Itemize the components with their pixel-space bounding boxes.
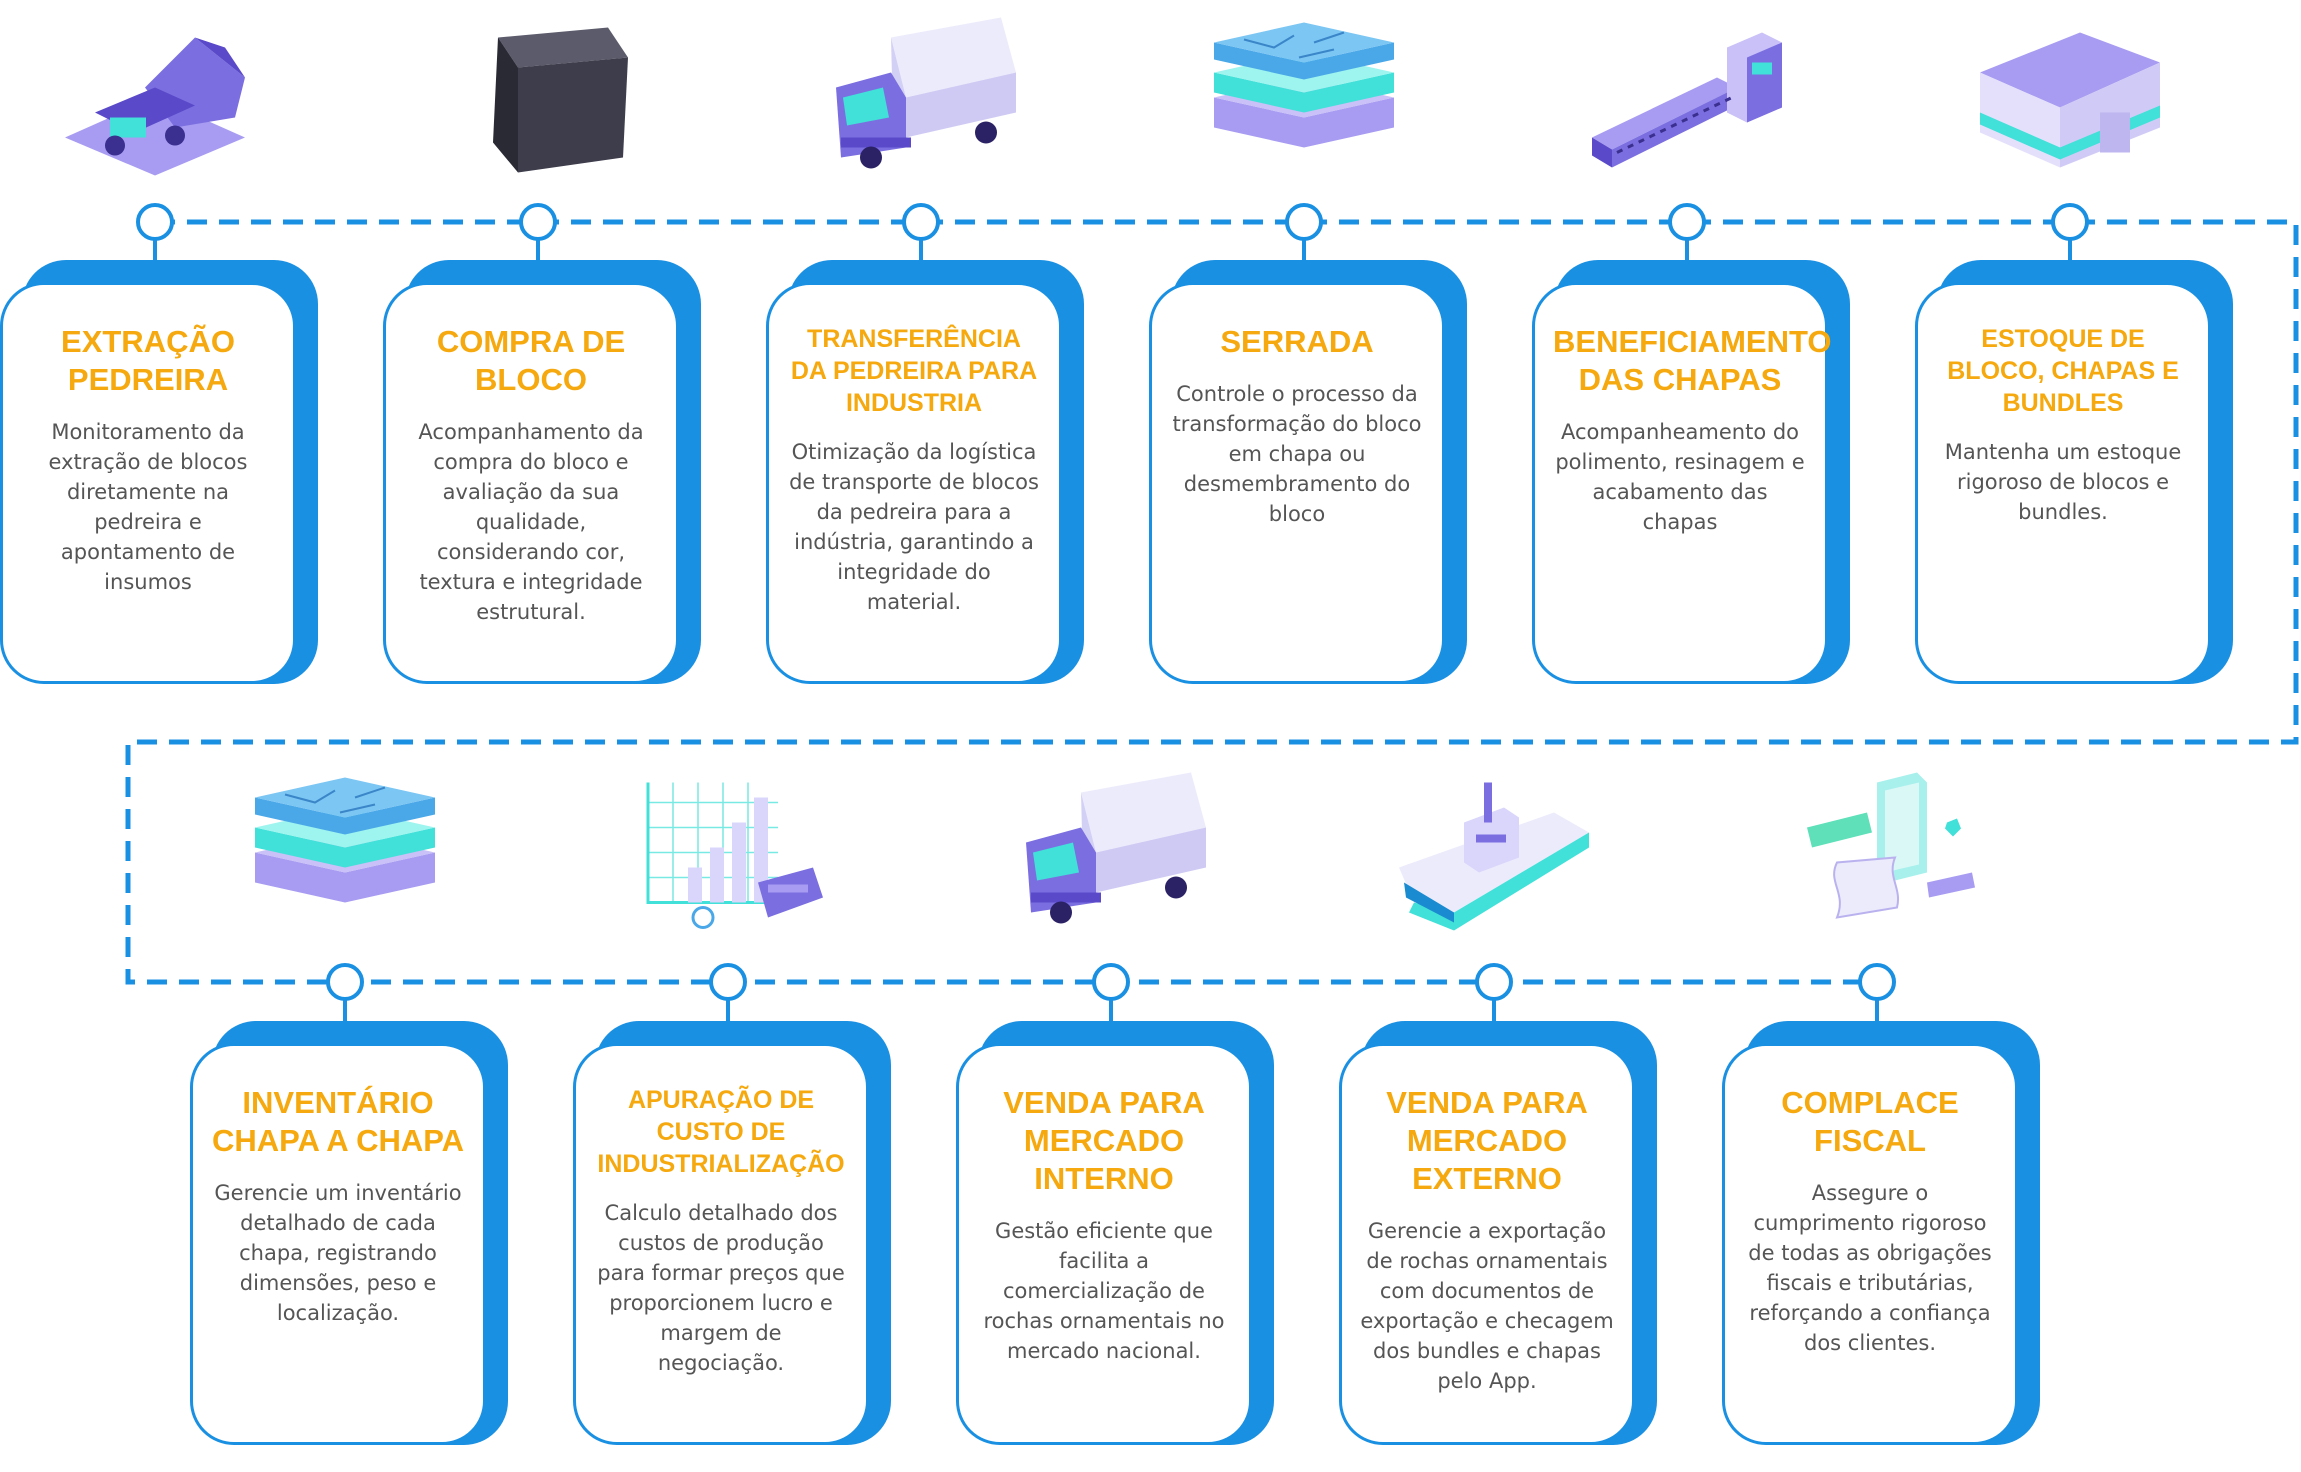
step-card-row1-1: EXTRAÇÃO PEDREIRA Monitoramento da extraç… <box>0 260 318 706</box>
step-description: Controle o processo da transformação do … <box>1172 382 1422 526</box>
step-card-row1-2: COMPRA DE BLOCO Acompanhamento da compra … <box>383 260 701 706</box>
flow-node-row2-3 <box>1092 963 1130 1001</box>
step-card-row1-4: SERRADA Controle o processo da transforma… <box>1149 260 1467 706</box>
step-card-row1-6: ESTOQUE DE BLOCO, CHAPAS E BUNDLES Manten… <box>1915 260 2233 706</box>
step-description: Gestão eficiente que facilita a comercia… <box>983 1219 1225 1363</box>
step-card-row1-5: BENEFICIAMENTO DAS CHAPAS Acompanheamento… <box>1532 260 1850 706</box>
card-body: ESTOQUE DE BLOCO, CHAPAS E BUNDLES Manten… <box>1915 282 2211 684</box>
step-title: SERRADA <box>1220 324 1374 359</box>
cost-chart-calculator-icon <box>646 782 823 929</box>
card-body: EXTRAÇÃO PEDREIRA Monitoramento da extraç… <box>0 282 296 684</box>
stone-slab-layers-icon <box>1214 22 1394 148</box>
card-body: VENDA PARA MERCADO INTERNO Gestão eficien… <box>956 1043 1252 1445</box>
card-body: TRANSFERÊNCIA DA PEDREIRA PARA INDUSTRIA… <box>766 282 1062 684</box>
step-description: Mantenha um estoque rigoroso de blocos e… <box>1944 440 2182 524</box>
flow-node-row2-4 <box>1475 963 1513 1001</box>
step-title: VENDA PARA MERCADO EXTERNO <box>1386 1085 1588 1196</box>
flow-node-row1-3 <box>902 203 940 241</box>
step-title: APURAÇÃO DE CUSTO DE INDUSTRIALIZAÇÃO <box>597 1086 845 1178</box>
step-description: Monitoramento da extração de blocos dire… <box>48 420 248 594</box>
step-description: Calculo detalhado dos custos de produção… <box>597 1201 845 1375</box>
step-title: COMPLACE FISCAL <box>1781 1085 1959 1158</box>
step-card-row1-3: TRANSFERÊNCIA DA PEDREIRA PARA INDUSTRIA… <box>766 260 1084 706</box>
step-title: COMPRA DE BLOCO <box>436 324 626 397</box>
step-description: Acompanheamento do polimento, resinagem … <box>1555 420 1805 534</box>
flow-node-row1-5 <box>1668 203 1706 241</box>
flow-node-row1-6 <box>2051 203 2089 241</box>
card-body: SERRADA Controle o processo da transforma… <box>1149 282 1445 684</box>
card-body: COMPLACE FISCAL Assegure o cumprimento ri… <box>1722 1043 2018 1445</box>
step-card-row2-4: VENDA PARA MERCADO EXTERNO Gerencie a exp… <box>1339 1021 1657 1467</box>
step-card-row2-3: VENDA PARA MERCADO INTERNO Gestão eficien… <box>956 1021 1274 1467</box>
flow-node-row1-4 <box>1285 203 1323 241</box>
truck-icon <box>836 17 1016 169</box>
step-title: EXTRAÇÃO PEDREIRA <box>61 324 235 397</box>
step-card-row2-2: APURAÇÃO DE CUSTO DE INDUSTRIALIZAÇÃO Cal… <box>573 1021 891 1467</box>
stone-block-icon <box>493 27 628 173</box>
step-title: ESTOQUE DE BLOCO, CHAPAS E BUNDLES <box>1947 325 2179 417</box>
polishing-machine-icon <box>1592 32 1782 168</box>
step-title: BENEFICIAMENTO DAS CHAPAS <box>1553 324 1832 397</box>
card-body: APURAÇÃO DE CUSTO DE INDUSTRIALIZAÇÃO Cal… <box>573 1043 869 1445</box>
truck-icon <box>1026 772 1206 924</box>
flow-node-row1-1 <box>136 203 174 241</box>
cargo-ship-icon <box>1399 782 1589 931</box>
fiscal-phone-receipt-icon <box>1807 772 1975 919</box>
flow-node-row2-2 <box>709 963 747 1001</box>
card-body: COMPRA DE BLOCO Acompanhamento da compra … <box>383 282 679 684</box>
flow-node-row1-2 <box>519 203 557 241</box>
warehouse-icon <box>1980 32 2160 168</box>
card-body: VENDA PARA MERCADO EXTERNO Gerencie a exp… <box>1339 1043 1635 1445</box>
flow-node-row2-1 <box>326 963 364 1001</box>
step-title: TRANSFERÊNCIA DA PEDREIRA PARA INDUSTRIA <box>790 325 1038 417</box>
step-description: Acompanhamento da compra do bloco e aval… <box>418 420 644 624</box>
flow-node-row2-5 <box>1858 963 1896 1001</box>
step-description: Gerencie um inventário detalhado de cada… <box>214 1181 462 1325</box>
step-title: VENDA PARA MERCADO INTERNO <box>1003 1085 1205 1196</box>
card-body: INVENTÁRIO CHAPA A CHAPA Gerencie um inve… <box>190 1043 486 1445</box>
quarry-excavator-icon <box>65 37 245 176</box>
flow-dashed-path <box>125 219 2299 985</box>
step-description: Otimização da logística de transporte de… <box>789 440 1039 614</box>
step-description: Gerencie a exportação de rochas ornament… <box>1360 1219 1614 1393</box>
step-description: Assegure o cumprimento rigoroso de todas… <box>1748 1181 1992 1355</box>
step-card-row2-1: INVENTÁRIO CHAPA A CHAPA Gerencie um inve… <box>190 1021 508 1467</box>
step-card-row2-5: COMPLACE FISCAL Assegure o cumprimento ri… <box>1722 1021 2040 1467</box>
card-body: BENEFICIAMENTO DAS CHAPAS Acompanheamento… <box>1532 282 1832 684</box>
step-title: INVENTÁRIO CHAPA A CHAPA <box>211 1085 464 1158</box>
stone-slab-layers-icon <box>255 777 435 903</box>
